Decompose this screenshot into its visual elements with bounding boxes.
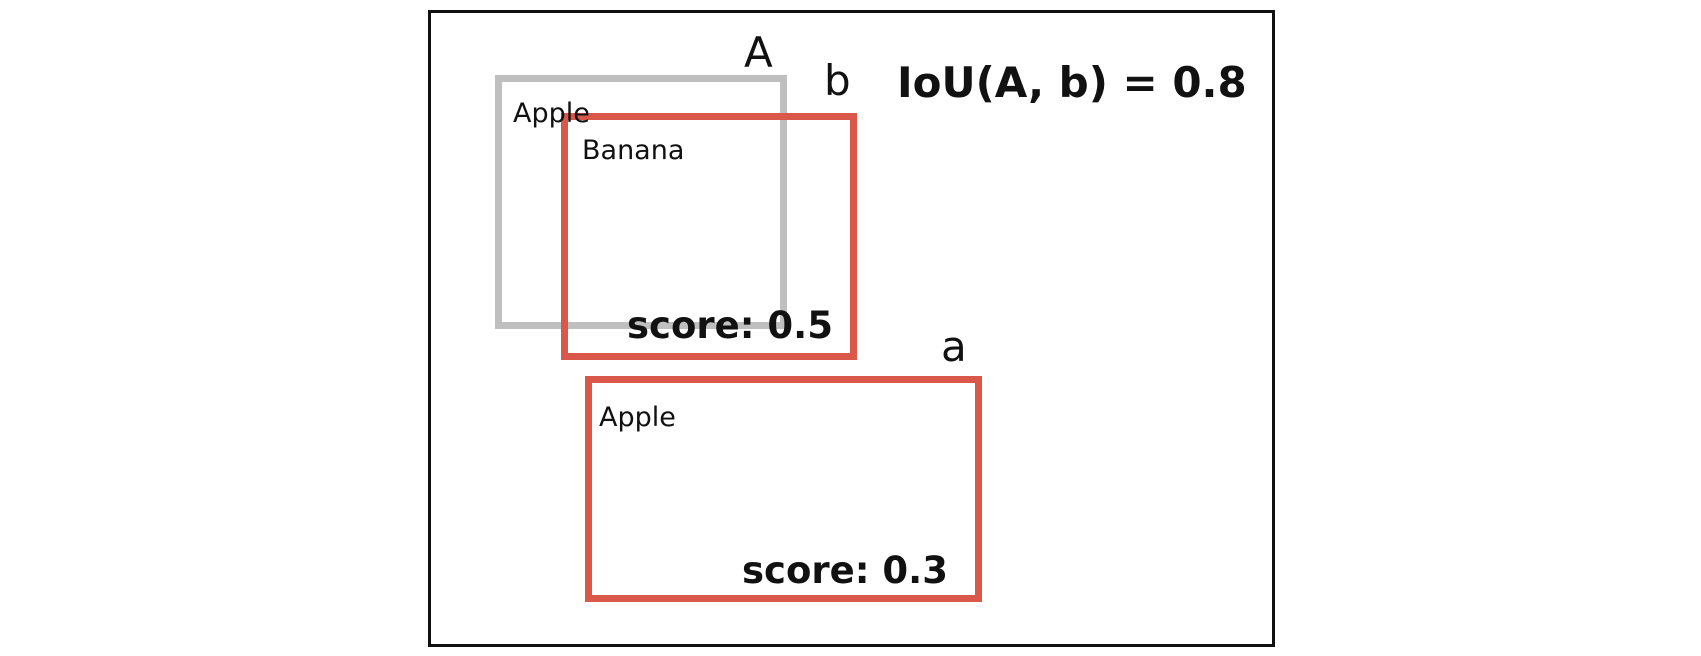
prediction-b-class-label: Banana xyxy=(582,135,685,166)
prediction-b-score: score: 0.5 xyxy=(627,304,833,347)
prediction-a-id-label: a xyxy=(941,322,967,371)
ground-truth-id-label: A xyxy=(744,28,773,77)
prediction-box-a xyxy=(585,376,982,602)
prediction-a-class-label: Apple xyxy=(599,402,676,433)
prediction-box-b xyxy=(561,113,857,360)
ground-truth-class-label: Apple xyxy=(513,98,590,129)
prediction-a-score: score: 0.3 xyxy=(742,549,948,592)
iou-annotation: IoU(A, b) = 0.8 xyxy=(897,58,1247,107)
ground-truth-box-A xyxy=(495,75,787,329)
prediction-b-id-label: b xyxy=(824,56,851,105)
